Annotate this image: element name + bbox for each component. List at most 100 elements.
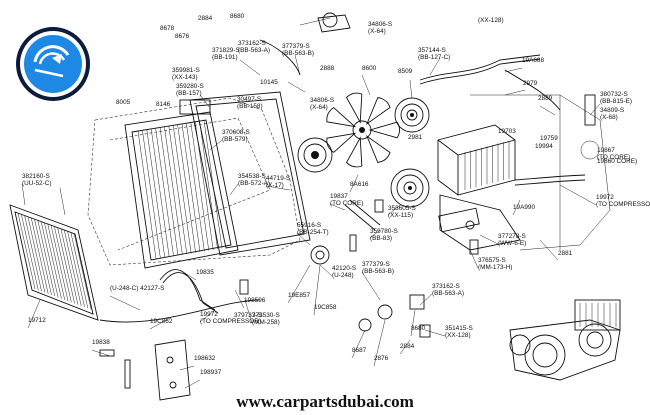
part-callout: 373162-S(BB-563-A) (238, 40, 270, 54)
part-callout: 8680 (230, 13, 245, 20)
part-callout: 2889 (538, 95, 553, 102)
mounting-bracket (99, 339, 191, 401)
leader-line (294, 54, 301, 76)
part-callout: 8005 (116, 99, 131, 106)
part-callout: 8676 (175, 33, 190, 40)
part-callout: 198596 (244, 297, 266, 304)
part-callout: 42120-S(U-248) (332, 265, 356, 279)
leader-line (234, 289, 245, 309)
leader-line (287, 264, 311, 304)
part-callout: 357144-S(BB-127-C) (418, 47, 450, 61)
leader-line (229, 183, 239, 196)
leader-line (21, 183, 26, 206)
part-callout: 19835 (196, 269, 214, 276)
small-parts (239, 12, 596, 338)
fan-blade-segment (326, 132, 357, 153)
leader-line (244, 299, 253, 324)
part-callout: 8680 (411, 325, 426, 332)
part-callout: 377278-S(WW-6-E) (498, 233, 526, 247)
leader-line (296, 232, 311, 246)
part-callout: 30497-S(BB-158) (237, 96, 263, 110)
condenser (9, 204, 99, 321)
leader-line (239, 59, 261, 76)
fan-shroud-outline (87, 97, 301, 266)
part-callout: 2884 (400, 343, 415, 350)
part-callout: 34806-S(X-64) (368, 21, 392, 35)
leader-line (59, 187, 66, 216)
leader-line (287, 81, 306, 93)
leader-line (504, 67, 523, 73)
engine-block-outline (470, 94, 611, 251)
leader-line (184, 379, 201, 389)
part-callout: 8146 (156, 101, 171, 108)
part-callout: 358605-S(XX-115) (388, 205, 416, 219)
fan-blade-segment (368, 121, 401, 139)
part-callout: 19759 (540, 135, 558, 142)
part-callout: 19867(TO CORE) (597, 147, 630, 161)
part-callout: 198937 (200, 369, 222, 376)
leader-line (149, 317, 171, 330)
part-callout: 2981 (408, 134, 423, 141)
shroud-frame (189, 91, 311, 256)
compressor (437, 124, 516, 233)
part-callout: 382160-S(UU-52-C) (22, 173, 51, 187)
part-callout: 19C862 (150, 318, 173, 325)
part-callout: 2876 (374, 355, 389, 362)
part-callout: 8509 (398, 68, 413, 75)
part-callout: 19972(TO COMPRESSOR) (596, 194, 650, 208)
part-callout: 359981-S(XX-143) (172, 67, 200, 81)
leader-line (429, 57, 441, 76)
leader-line (349, 174, 359, 193)
part-callout: 377379-S(BB-563-B) (362, 261, 394, 275)
leader-line (313, 264, 321, 316)
part-callout: 55916-S(BB-254-T) (297, 222, 329, 236)
leader-line (361, 74, 371, 96)
part-callout: 371829-S(BB-191) (212, 47, 240, 61)
leader-line (539, 105, 556, 116)
part-callout: 19838 (92, 339, 110, 346)
leader-line (419, 293, 433, 306)
part-callout: 376575-S(MM-173-H) (478, 257, 512, 271)
part-callout: 19A990 (513, 204, 535, 211)
part-callout: 19972(TO COMPRESSOR) (200, 311, 261, 325)
part-callout: 2881 (558, 250, 573, 257)
part-callout: 379737-S (234, 312, 262, 319)
leader-line (329, 203, 346, 211)
part-callout: 373162-S(BB-563-A) (432, 283, 464, 297)
fan-clutch (297, 137, 333, 173)
fan-blade-segment (365, 134, 391, 163)
part-callout: 380732-S(BB-815-E) (600, 91, 632, 105)
part-callout: 19A688 (522, 57, 544, 64)
part-callout: 354538-S(BB-572-A) (238, 173, 270, 187)
part-callout: 377379-S(BB-563-B) (282, 43, 314, 57)
leader-lines (21, 17, 601, 389)
part-callout: 19860 CORE) (597, 158, 637, 165)
fan-blade-segment (345, 136, 363, 168)
part-callout: 373530-S(MM-258) (252, 312, 280, 326)
leader-line (424, 329, 446, 337)
leader-line (539, 239, 559, 261)
leader-line (469, 249, 479, 269)
part-callout: 19703 (498, 128, 516, 135)
leader-line (387, 204, 401, 216)
part-callout: 44719-S(X-17) (266, 175, 290, 189)
leader-line (351, 329, 366, 359)
leader-line (512, 199, 521, 216)
leader-line (361, 271, 381, 301)
compressor-clutch-pulley (390, 168, 430, 208)
leader-line (410, 309, 416, 337)
leader-line (109, 295, 141, 311)
leader-line (209, 139, 223, 151)
part-callout: 8687 (352, 347, 367, 354)
part-callout: 370608-S(BB-579) (222, 129, 250, 143)
leader-line (199, 309, 216, 323)
belt-drive (509, 299, 621, 381)
leader-line (27, 299, 41, 329)
leader-line (179, 365, 195, 371)
part-callout: 8A616 (350, 181, 369, 188)
leader-line (504, 89, 526, 96)
leader-line (479, 234, 499, 245)
leader-line (399, 339, 411, 355)
